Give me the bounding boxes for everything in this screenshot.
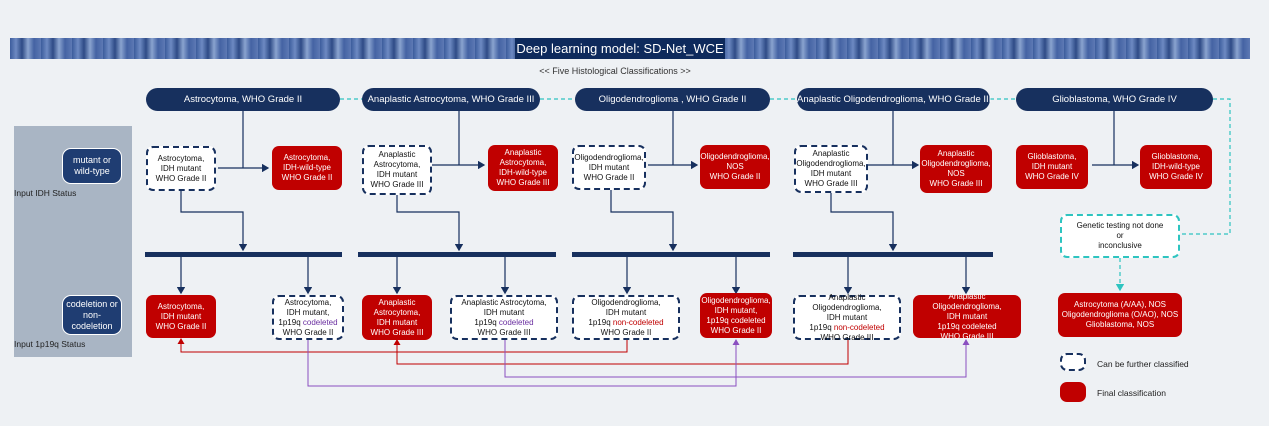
codel-box-oligodendroglioma-codeleted: Oligodendroglioma,IDH mutant,1p19q codel… <box>700 293 772 338</box>
merge-bar-2 <box>358 252 556 257</box>
grade-pill-oligodendroglioma: Oligodendroglioma , WHO Grade II <box>575 88 770 111</box>
diagram-title: Deep learning model: SD-Net_WCE <box>515 38 725 59</box>
down-1 <box>180 191 248 252</box>
idh-input-label: Input IDH Status <box>14 188 77 198</box>
reclass-purple-2 <box>504 339 970 378</box>
codel-box-anaplastic-oligodendroglioma-noncodeleted: Anaplastic Oligodendroglioma,IDH mutant … <box>793 293 901 342</box>
stem-3 <box>648 111 697 165</box>
codel-box-anaplastic-astrocytoma-codeleted: Anaplastic Astrocytoma,IDH mutant 1p19q … <box>450 295 558 340</box>
codel-box-oligodendroglioma-noncodeleted: Oligodendroglioma,IDH mutant 1p19q non-c… <box>572 295 680 340</box>
stem-4 <box>868 111 918 165</box>
down-3 <box>610 190 678 252</box>
stem-1 <box>218 111 268 168</box>
diagram-subtitle: << Five Histological Classifications >> <box>539 66 691 76</box>
grade-pill-astrocytoma: Astrocytoma, WHO Grade II <box>146 88 340 111</box>
grade-pill-anaplastic-astrocytoma: Anaplastic Astrocytoma, WHO Grade III <box>362 88 540 111</box>
idh-input-box: mutant or wild-type <box>62 148 122 184</box>
merge-bar-3 <box>572 252 770 257</box>
down-4 <box>830 193 898 252</box>
grade-link-teal <box>340 98 1231 235</box>
down-2 <box>396 195 464 252</box>
codel-input-label: Input 1p19q Status <box>14 339 86 349</box>
codel-input-box: codeletion or non-codeletion <box>62 295 122 335</box>
stem-5 <box>1092 111 1138 165</box>
stem-2 <box>432 111 484 165</box>
reclass-purple-1 <box>307 339 740 387</box>
grade-pill-anaplastic-oligodendroglioma: Anaplastic Oligodendroglioma, WHO Grade … <box>797 88 991 111</box>
grade-pill-glioblastoma: Glioblastoma, WHO Grade IV <box>1016 88 1213 111</box>
legend-dashed-swatch <box>1060 353 1086 371</box>
legend-red-swatch <box>1060 382 1086 402</box>
codel-box-astrocytoma-codeleted: Astrocytoma,IDH mutant, 1p19q codeleted … <box>272 295 344 340</box>
merge-bar-1 <box>145 252 342 257</box>
legend-final-label: Final classification <box>1097 388 1166 398</box>
legend-further-label: Can be further classified <box>1097 359 1189 369</box>
merge-bar-4 <box>793 252 993 257</box>
reclass-red-1 <box>177 338 628 353</box>
reclass-red-2 <box>393 339 849 365</box>
